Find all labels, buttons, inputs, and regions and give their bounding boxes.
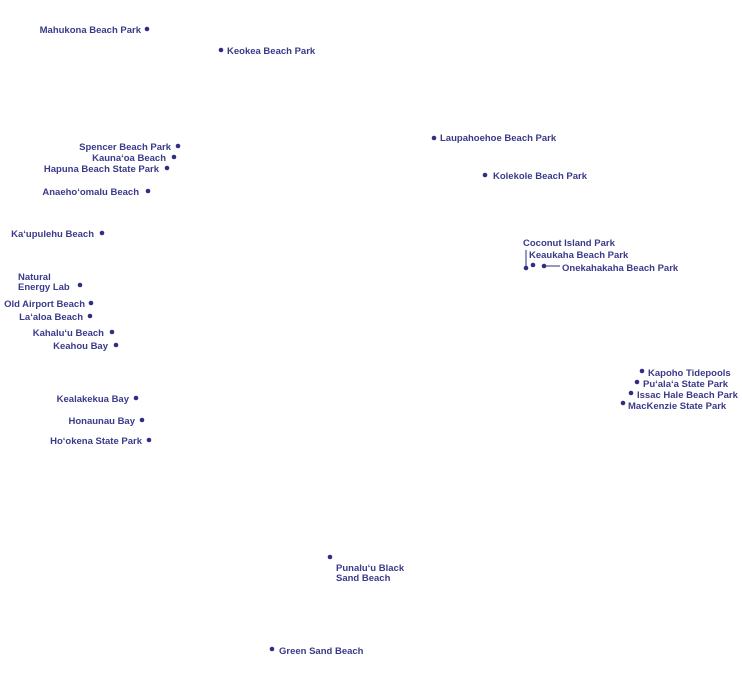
place-label-coconut-island[interactable]: Coconut Island Park bbox=[523, 238, 616, 249]
place-label-line: Old Airport Beach bbox=[4, 299, 85, 310]
place-marker-puala[interactable] bbox=[634, 379, 640, 385]
place-label-line: Ka‘upulehu Beach bbox=[11, 229, 94, 240]
place-label-kolekole[interactable]: Kolekole Beach Park bbox=[493, 171, 588, 182]
place-marker-coconut-island[interactable] bbox=[523, 265, 529, 271]
place-label-line: Energy Lab bbox=[18, 282, 70, 293]
place-label-mahukona[interactable]: Mahukona Beach Park bbox=[40, 25, 142, 36]
place-marker-mackenzie[interactable] bbox=[620, 400, 626, 406]
place-marker-kolekole[interactable] bbox=[482, 172, 488, 178]
place-label-kahaluu[interactable]: Kahalu‘u Beach bbox=[33, 328, 104, 339]
place-label-old-airport[interactable]: Old Airport Beach bbox=[4, 299, 85, 310]
place-marker-onekahakaha[interactable] bbox=[541, 263, 547, 269]
place-label-line: MacKenzie State Park bbox=[628, 401, 727, 412]
place-label-isaac-hale[interactable]: Issac Hale Beach Park bbox=[637, 390, 739, 401]
place-label-keaukaha[interactable]: Keaukaha Beach Park bbox=[529, 250, 629, 261]
place-marker-hapuna[interactable] bbox=[164, 165, 170, 171]
place-marker-keaukaha[interactable] bbox=[530, 262, 536, 268]
place-label-line: Green Sand Beach bbox=[279, 646, 364, 657]
place-label-onekahakaha[interactable]: Onekahakaha Beach Park bbox=[562, 263, 679, 274]
place-label-line: Kealakekua Bay bbox=[57, 394, 130, 405]
place-marker-green-sand[interactable] bbox=[269, 646, 275, 652]
place-label-hookena[interactable]: Ho‘okena State Park bbox=[50, 436, 143, 447]
place-label-line: Issac Hale Beach Park bbox=[637, 390, 739, 401]
place-marker-honaunau[interactable] bbox=[139, 417, 145, 423]
place-label-kapoho[interactable]: Kapoho Tidepools bbox=[648, 368, 731, 379]
place-label-line: Onekahakaha Beach Park bbox=[562, 263, 679, 274]
place-marker-kealakekua[interactable] bbox=[133, 395, 139, 401]
place-marker-nelha[interactable] bbox=[77, 282, 83, 288]
place-label-line: Spencer Beach Park bbox=[79, 142, 172, 153]
place-label-kaupulehu[interactable]: Ka‘upulehu Beach bbox=[11, 229, 94, 240]
place-label-line: Keaukaha Beach Park bbox=[529, 250, 629, 261]
place-label-line: Keokea Beach Park bbox=[227, 46, 316, 57]
place-marker-punaluu[interactable] bbox=[327, 554, 333, 560]
place-marker-mahukona[interactable] bbox=[144, 26, 150, 32]
place-label-line: Kolekole Beach Park bbox=[493, 171, 588, 182]
place-markers bbox=[77, 26, 645, 652]
place-marker-kaunaoa[interactable] bbox=[171, 154, 177, 160]
place-label-keokea[interactable]: Keokea Beach Park bbox=[227, 46, 316, 57]
place-marker-isaac-hale[interactable] bbox=[628, 390, 634, 396]
place-label-green-sand[interactable]: Green Sand Beach bbox=[279, 646, 364, 657]
place-label-keauhou[interactable]: Keahou Bay bbox=[53, 341, 109, 352]
place-label-line: Kahalu‘u Beach bbox=[33, 328, 104, 339]
place-label-anaehoomalu[interactable]: Anaeho‘omalu Beach bbox=[42, 187, 139, 198]
place-label-line: Punalu‘u Black bbox=[336, 563, 405, 574]
leader-lines bbox=[525, 250, 560, 268]
place-label-laupahoehoe[interactable]: Laupahoehoe Beach Park bbox=[440, 133, 557, 144]
place-label-line: Laupahoehoe Beach Park bbox=[440, 133, 557, 144]
place-marker-old-airport[interactable] bbox=[88, 300, 94, 306]
place-label-line: Sand Beach bbox=[336, 573, 391, 584]
place-label-line: Kapoho Tidepools bbox=[648, 368, 731, 379]
place-marker-keokea[interactable] bbox=[218, 47, 224, 53]
place-label-kealakekua[interactable]: Kealakekua Bay bbox=[57, 394, 130, 405]
place-label-kaunaoa[interactable]: Kauna‘oa Beach bbox=[92, 153, 166, 164]
place-label-line: Pu‘ala‘a State Park bbox=[643, 379, 729, 390]
place-marker-anaehoomalu[interactable] bbox=[145, 188, 151, 194]
place-marker-hookena[interactable] bbox=[146, 437, 152, 443]
place-label-line: Coconut Island Park bbox=[523, 238, 616, 249]
place-label-hapuna[interactable]: Hapuna Beach State Park bbox=[44, 164, 160, 175]
place-marker-kahaluu[interactable] bbox=[109, 329, 115, 335]
place-label-line: Anaeho‘omalu Beach bbox=[42, 187, 139, 198]
place-marker-spencer[interactable] bbox=[175, 143, 181, 149]
place-label-line: La‘aloa Beach bbox=[19, 312, 83, 323]
place-label-honaunau[interactable]: Honaunau Bay bbox=[68, 416, 135, 427]
place-label-spencer[interactable]: Spencer Beach Park bbox=[79, 142, 172, 153]
place-label-line: Honaunau Bay bbox=[68, 416, 135, 427]
place-label-line: Natural bbox=[18, 272, 51, 283]
place-label-puala[interactable]: Pu‘ala‘a State Park bbox=[643, 379, 729, 390]
place-label-line: Mahukona Beach Park bbox=[40, 25, 142, 36]
place-marker-kaupulehu[interactable] bbox=[99, 230, 105, 236]
place-marker-laaloa[interactable] bbox=[87, 313, 93, 319]
place-label-laaloa[interactable]: La‘aloa Beach bbox=[19, 312, 83, 323]
place-label-line: Hapuna Beach State Park bbox=[44, 164, 160, 175]
place-marker-kapoho[interactable] bbox=[639, 368, 645, 374]
place-label-line: Kauna‘oa Beach bbox=[92, 153, 166, 164]
place-label-line: Keahou Bay bbox=[53, 341, 109, 352]
place-marker-keauhou[interactable] bbox=[113, 342, 119, 348]
place-label-mackenzie[interactable]: MacKenzie State Park bbox=[628, 401, 727, 412]
place-marker-laupahoehoe[interactable] bbox=[431, 135, 437, 141]
place-label-line: Ho‘okena State Park bbox=[50, 436, 143, 447]
